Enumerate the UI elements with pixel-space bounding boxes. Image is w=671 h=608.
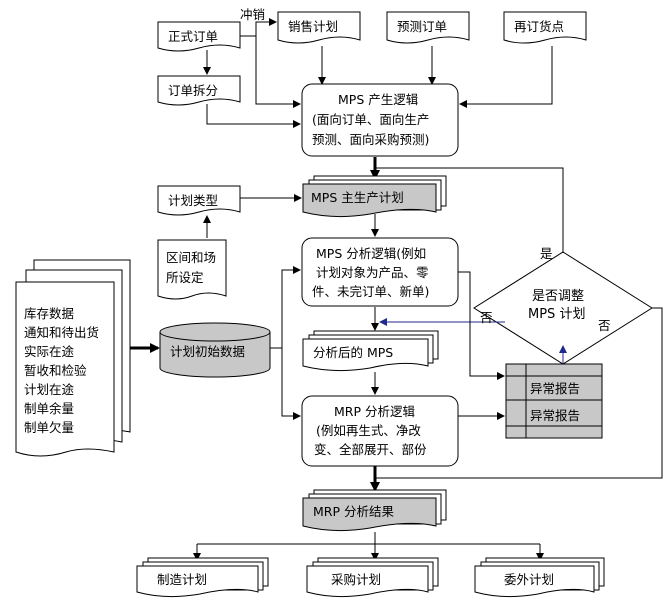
mps-analysis-line3: 件、未完订单、新单) [312, 284, 429, 299]
sales-plan-label: 销售计划 [288, 19, 338, 34]
reorder-point-label: 再订货点 [514, 19, 564, 34]
analyzed-mps-stack: 分析后的 MPS [302, 330, 439, 372]
inventory-line6: 制单余量 [24, 401, 74, 416]
mrp-logic-line3: 变、全部展开、部份 [314, 442, 427, 457]
purchase-plan-label: 采购计划 [331, 572, 381, 587]
reorder-point-doc: 再订货点 [503, 11, 587, 44]
formal-order-doc: 正式订单 [157, 21, 241, 52]
exception-report-1-label: 异常报告 [530, 381, 580, 396]
mps-plan-label: MPS 主生产计划 [311, 190, 404, 205]
formal-order-label: 正式订单 [168, 29, 218, 44]
inventory-line5: 计划在途 [24, 382, 75, 397]
line-yes-loop [375, 167, 564, 252]
yes-label: 是 [540, 246, 553, 261]
mps-logic-line1: MPS 产生逻辑 [338, 92, 418, 107]
mrp-logic-box: MRP 分析逻辑 (例如再生式、净改 变、全部展开、部份 [301, 395, 459, 467]
inventory-line2: 通知和待出货 [24, 325, 99, 340]
sales-plan-doc: 销售计划 [277, 11, 361, 44]
arrow-order-to-mps [255, 36, 301, 108]
arrow-init-to-mps-analysis [270, 266, 301, 349]
inventory-line4: 暂收和检验 [24, 363, 87, 378]
mps-analysis-box: MPS 分析逻辑(例如 计划对象为产品、零 件、未完订单、新单) [301, 237, 459, 307]
mps-logic-line2: (面向订单、面向生产 [312, 112, 429, 127]
arrow-reorder-to-mps [459, 46, 553, 108]
arrow-order-to-sales [240, 18, 277, 37]
interval-setting-line1: 区间和场 [166, 250, 216, 265]
plan-type-doc: 计划类型 [157, 185, 241, 216]
order-split-doc: 订单拆分 [157, 75, 241, 106]
no-right-label: 否 [598, 318, 611, 333]
analyzed-mps-label: 分析后的 MPS [313, 345, 393, 360]
forecast-order-label: 预测订单 [397, 19, 447, 34]
arrow-analysis-to-exception [458, 271, 505, 380]
mrp-result-label: MRP 分析结果 [313, 504, 394, 519]
mps-logic-line3: 预测、面向采购预测) [312, 132, 429, 147]
no-left-label: 否 [480, 310, 493, 325]
plan-init-data-label: 计划初始数据 [170, 344, 245, 359]
interval-setting-line2: 所设定 [166, 270, 204, 285]
line-no-right-loop [375, 307, 663, 479]
purchase-plan-stack: 采购计划 [306, 557, 439, 598]
mps-analysis-line1: MPS 分析逻辑(例如 [316, 246, 426, 261]
arrow-split-to-mps [206, 104, 301, 128]
plan-type-label: 计划类型 [168, 193, 218, 208]
offset-label: 冲销 [240, 7, 265, 22]
manufacturing-plan-stack: 制造计划 [136, 557, 269, 598]
mps-analysis-line2: 计划对象为产品、零 [316, 265, 429, 280]
exception-report-group: 异常报告 异常报告 [505, 363, 603, 439]
manufacturing-plan-label: 制造计划 [157, 572, 207, 587]
plan-init-data-cylinder: 计划初始数据 [159, 322, 271, 378]
mps-logic-box: MPS 产生逻辑 (面向订单、面向生产 预测、面向采购预测) [301, 83, 459, 157]
inventory-line1: 库存数据 [24, 306, 74, 321]
inventory-line3: 实际在途 [24, 344, 75, 359]
order-split-label: 订单拆分 [168, 83, 218, 98]
inventory-data-stack: 库存数据 通知和待出货 实际在途 暂收和检验 计划在途 制单余量 制单欠量 [15, 259, 131, 457]
inventory-line7: 制单欠量 [24, 420, 74, 435]
arrow-init-to-mrp-logic [281, 348, 301, 420]
forecast-order-doc: 预测订单 [386, 11, 470, 44]
interval-setting-doc: 区间和场 所设定 [157, 239, 227, 300]
outsourcing-plan-label: 委外计划 [504, 572, 554, 587]
outsourcing-plan-stack: 委外计划 [474, 557, 605, 598]
adjust-decision-line2: MPS 计划 [528, 307, 585, 322]
mrp-logic-line1: MRP 分析逻辑 [334, 404, 415, 419]
mps-plan-stack: MPS 主生产计划 [302, 175, 447, 218]
mrp-result-stack: MRP 分析结果 [302, 489, 447, 532]
mrp-logic-line2: (例如再生式、净改 [316, 423, 421, 438]
exception-report-2-label: 异常报告 [530, 408, 580, 423]
adjust-decision-line1: 是否调整 [532, 289, 584, 304]
